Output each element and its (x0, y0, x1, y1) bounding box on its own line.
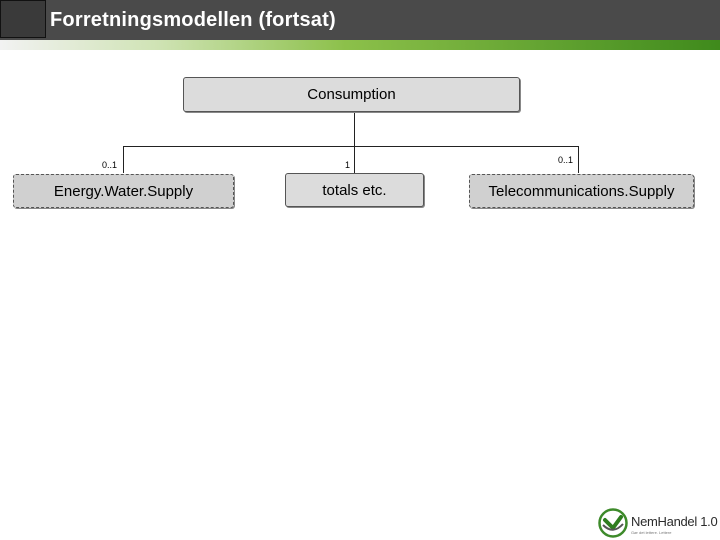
root-box-consumption: Consumption (183, 77, 520, 112)
multiplicity-center: 1 (345, 160, 351, 170)
child-box-telecommunications-supply: Telecommunications.Supply (469, 174, 694, 208)
child-label-totals: totals etc. (322, 181, 387, 199)
connector-horizontal (123, 146, 579, 147)
title-square (0, 0, 46, 38)
connector-root-stem (354, 111, 355, 146)
logo-name: NemHandel 1.0 (631, 514, 718, 529)
connector-center-drop (354, 146, 355, 173)
multiplicity-left: 0..1 (102, 160, 118, 170)
child-label-energy: Energy.Water.Supply (53, 182, 194, 200)
child-box-totals: totals etc. (285, 173, 424, 207)
connector-right-drop (578, 146, 579, 173)
root-label: Consumption (307, 86, 396, 103)
multiplicity-right: 0..1 (558, 155, 574, 165)
page-title: Forretningsmodellen (fortsat) (50, 9, 336, 31)
child-label-telecom: Telecommunications.Supply (488, 182, 675, 200)
nemhandel-logo: NemHandel 1.0 Gør det lettere. Lettere (598, 508, 718, 538)
connector-left-drop (123, 146, 124, 173)
accent-strip (0, 40, 720, 50)
nemhandel-logo-icon (598, 508, 628, 538)
title-bar: Forretningsmodellen (fortsat) (0, 0, 720, 40)
child-box-energy-water-supply: Energy.Water.Supply (13, 174, 234, 208)
logo-tagline: Gør det lettere. Lettere (631, 530, 672, 535)
